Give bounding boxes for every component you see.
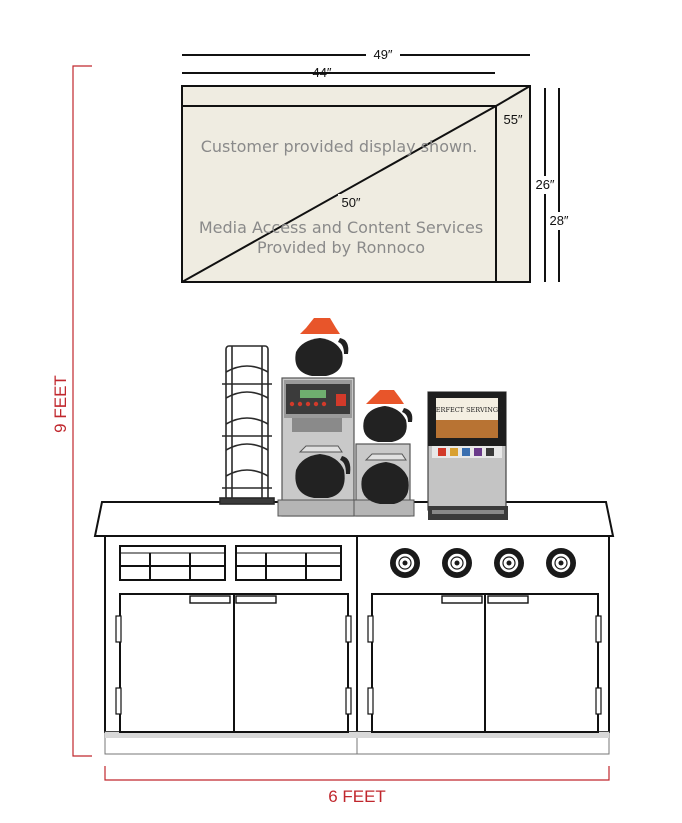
display-service-line: Media Access and Content Services	[199, 218, 483, 237]
left-drawers	[119, 545, 342, 581]
height-scale-label: 9 FEET	[51, 375, 70, 433]
dim-diagonal-main: 50″	[341, 195, 360, 210]
display-provider-line: Provided by Ronnoco	[257, 238, 425, 257]
dim-height-outer: 28″	[549, 213, 568, 228]
dispense-knobs	[390, 548, 576, 578]
width-scale	[104, 766, 610, 781]
beverage-dispenser: PERFECT SERVINGS	[427, 391, 508, 520]
width-scale-label: 6 FEET	[328, 787, 386, 806]
dim-diagonal-small: 55″	[503, 112, 522, 127]
dim-width-inner: 44″	[312, 65, 331, 80]
cabinet-doors	[115, 593, 602, 733]
height-scale	[72, 65, 92, 757]
tall-coffee-brewer	[277, 318, 359, 517]
short-coffee-brewer	[353, 390, 415, 517]
display-panel	[181, 85, 531, 283]
display-dimensions	[182, 54, 560, 282]
display-caption: Customer provided display shown.	[201, 137, 478, 156]
dim-width-outer: 49″	[373, 47, 392, 62]
dim-height-inner: 26″	[535, 177, 554, 192]
dispenser-brand-label: PERFECT SERVINGS	[431, 406, 502, 414]
wire-cup-rack	[219, 345, 275, 505]
display-diagonal-small	[495, 85, 531, 107]
